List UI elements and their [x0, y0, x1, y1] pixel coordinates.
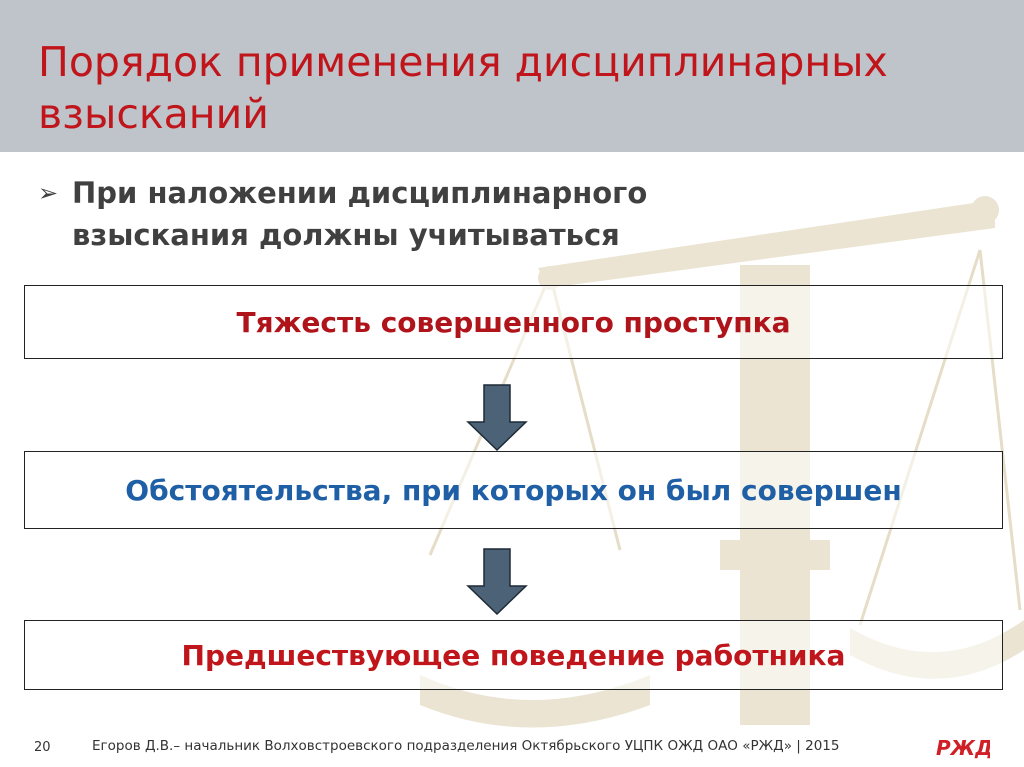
- slide-title: Порядок применения дисциплинарных взыска…: [38, 38, 888, 138]
- svg-text:РЖД: РЖД: [936, 736, 990, 760]
- factor-label-previous-behavior: Предшествующее поведение работника: [181, 638, 846, 672]
- bullet-point: ➢ При наложении дисциплинарного взыскани…: [38, 172, 758, 256]
- bullet-text: При наложении дисциплинарного взыскания …: [72, 176, 648, 252]
- down-arrow-icon: [466, 384, 528, 452]
- factor-label-severity: Тяжесть совершенного проступка: [236, 305, 791, 339]
- rzd-logo-icon: РЖД: [936, 736, 990, 760]
- factor-box-previous-behavior: Предшествующее поведение работника: [24, 620, 1003, 690]
- factor-box-severity: Тяжесть совершенного проступка: [24, 285, 1003, 359]
- slide-footer: 20 Егоров Д.В.– начальник Волховстроевск…: [0, 726, 1024, 767]
- title-header-band: Порядок применения дисциплинарных взыска…: [0, 0, 1024, 152]
- page-number: 20: [34, 740, 51, 755]
- factor-label-circumstances: Обстоятельства, при которых он был совер…: [125, 473, 902, 507]
- factor-box-circumstances: Обстоятельства, при которых он был совер…: [24, 451, 1003, 529]
- down-arrow-icon: [466, 548, 528, 616]
- footer-credit: Егоров Д.В.– начальник Волховстроевского…: [92, 738, 840, 754]
- bullet-arrow-icon: ➢: [38, 179, 59, 207]
